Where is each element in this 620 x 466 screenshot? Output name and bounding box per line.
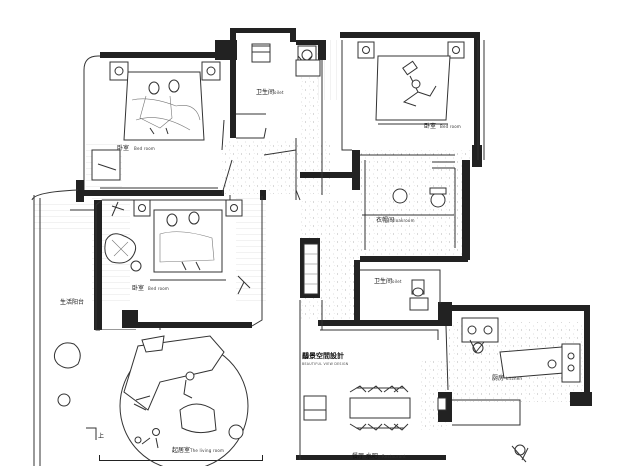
balcony: 生活阳台	[53, 201, 125, 407]
cloakroom: 衣帽间 cloakroom	[362, 160, 456, 250]
bedroom-b-zh: 卧室	[424, 122, 436, 130]
toilet-a-zh: 卫生间	[256, 88, 274, 96]
cloakroom-en: cloakroom	[392, 218, 415, 223]
brand-en: BEAUTIFUL VIEW DESIGN	[302, 362, 349, 366]
kitchen-en: kitchen	[506, 376, 522, 381]
toilet-b-en: Toilet	[389, 279, 402, 284]
balcony-label: 生活阳台	[60, 298, 84, 306]
bedroom-a-zh: 卧室	[117, 144, 129, 152]
brand: 鷸景空間設計 BEAUTIFUL VIEW DESIGN	[302, 351, 349, 366]
dining: 餐厅 水吧 Restaurant	[303, 385, 447, 460]
living-room: 起居室 The living room 上	[86, 330, 262, 466]
living-zh: 起居室	[172, 446, 190, 454]
stair-up-label: 上	[98, 432, 104, 440]
bedroom-a: 卧室 Bed room	[91, 61, 225, 189]
bedroom-a-en: Bed room	[134, 146, 155, 151]
kitchen: 厨房 kitchen	[461, 317, 581, 463]
bedroom-b-en: Bed room	[440, 124, 461, 129]
bedroom-c: 卧室 Bed room	[104, 199, 251, 295]
bedroom-c-en: Bed room	[148, 286, 169, 291]
bedroom-b: 卧室 Bed room	[357, 41, 465, 130]
cloakroom-zh: 衣帽间	[376, 216, 394, 224]
dining-en: Restaurant	[382, 454, 406, 459]
toilet-b: 卫生间 Toilet	[303, 243, 429, 320]
dining-zh: 餐厅 水吧	[352, 452, 378, 460]
kitchen-zh: 厨房	[492, 374, 504, 382]
brand-zh: 鷸景空間設計	[302, 351, 344, 360]
living-en: The living room	[189, 448, 224, 453]
bedroom-c-zh: 卧室	[132, 284, 144, 292]
toilet-b-zh: 卫生间	[374, 277, 392, 285]
toilet-a-en: Toilet	[271, 90, 284, 95]
toilet-a: 卫生间 Toilet	[251, 43, 321, 96]
